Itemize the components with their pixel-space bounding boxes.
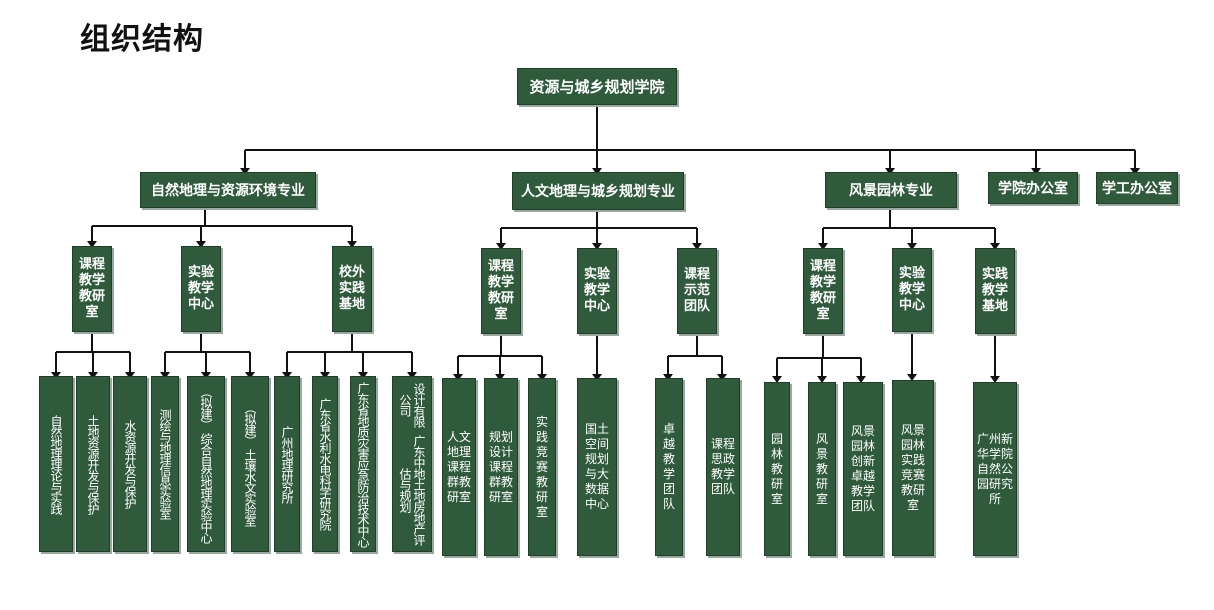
unit-lab-center: 实验教学中心 [577,248,617,334]
leaf-label: 实践竞赛教研室 [535,414,548,519]
leaf-label: 水资源开发与保护 [123,420,137,508]
leaf-node: 国土空间规划与大数据中心 [577,378,617,556]
leaf-node: 土壤水文实验室 （拟建） [231,376,269,552]
leaf-label: 风景园林实践竞赛教研室 [900,423,925,512]
leaf-node: 课程思政教学团队 [706,378,740,556]
leaf-node: 风景教研室 [808,382,836,556]
leaf-node: 水资源开发与保护 [113,376,147,552]
leaf-node: 规划设计课程群教研室 [484,378,518,556]
leaf-node: 自然地理理论与实践 [39,376,73,552]
leaf-node: 广东省地质灾害应急防治技术中心 [350,376,376,552]
leaf-label: 广州新华学院自然公园研究所 [977,431,1014,506]
leaf-label: 设计有限公司 [398,383,426,428]
unit-teaching-office: 课程教学教研室 [72,246,112,332]
leaf-label: 土壤水文实验室 [243,449,257,526]
office-label: 学工办公室 [1102,181,1172,197]
leaf-node: 广州地理研究所 [274,376,300,552]
unit-teaching-office: 课程教学教研室 [481,248,521,334]
leaf-node: 园林教研室 [764,382,790,556]
leaf-label: 园林教研室 [770,431,783,506]
leaf-label: 广东中地土地房地产评估与规划 [398,434,426,545]
leaf-label: 土地资源开发与保护 [86,414,100,514]
leaf-note: （拟建） [199,385,213,430]
major-label: 自然地理与资源环境专业 [151,183,305,199]
unit-label: 实践教学基地 [981,267,1008,314]
page-title: 组织结构 [80,22,204,57]
unit-practice-base: 校外实践基地 [332,246,372,332]
unit-model-team: 课程示范团队 [677,248,717,334]
leaf-label: 风景教研室 [815,431,828,506]
leaf-label: 广东省水利水电科学研究院 [318,398,332,530]
leaf-label: 综合自然地理实验中心 [199,432,213,543]
leaf-node: 实践竞赛教研室 [528,378,556,556]
leaf-node: 土地资源开发与保护 [76,376,110,552]
major-landscape: 风景园林专业 [825,172,957,208]
leaf-label: 测绘与地理信息实验室 [158,409,172,519]
leaf-label: 风景园林创新卓越教学团队 [850,424,875,513]
leaf-label: 自然地理理论与实践 [49,414,63,514]
major-human-geography: 人文地理与城乡规划专业 [512,172,684,210]
leaf-label: 广东省地质灾害应急防治技术中心 [356,381,370,547]
major-label: 人文地理与城乡规划专业 [521,184,675,200]
unit-lab-center: 实验教学中心 [181,246,221,332]
leaf-label: 人文地理课程群教研室 [446,429,471,504]
leaf-label: 卓越教学团队 [662,422,675,511]
unit-label: 课程教学教研室 [487,259,514,322]
leaf-label: 广州地理研究所 [280,425,294,503]
leaf-node: 测绘与地理信息实验室 [151,376,179,552]
college-office: 学院办公室 [988,172,1078,204]
leaf-node: 人文地理课程群教研室 [442,378,476,556]
leaf-node: 广州新华学院自然公园研究所 [973,382,1017,556]
unit-label: 校外实践基地 [338,265,365,312]
leaf-label: 规划设计课程群教研室 [488,429,513,504]
unit-lab-center: 实验教学中心 [892,248,932,332]
unit-label: 课程教学教研室 [78,257,105,320]
root-label: 资源与城乡规划学院 [529,78,665,96]
unit-label: 课程示范团队 [683,267,710,314]
unit-practice-base: 实践教学基地 [975,248,1015,334]
unit-teaching-office: 课程教学教研室 [803,248,843,334]
office-label: 学院办公室 [998,181,1068,197]
major-natural-geography: 自然地理与资源环境专业 [140,172,316,208]
leaf-node: 广东中地土地房地产评估与规划 设计有限公司 [392,376,432,552]
leaf-node: 风景园林创新卓越教学团队 [843,382,883,556]
unit-label: 实验教学中心 [898,266,925,313]
leaf-label: 课程思政教学团队 [710,437,735,496]
unit-label: 实验教学中心 [187,265,214,312]
leaf-label: 国土空间规划与大数据中心 [584,422,609,511]
leaf-node: 广东省水利水电科学研究院 [312,376,338,552]
unit-label: 实验教学中心 [583,267,610,314]
leaf-node: 综合自然地理实验中心 （拟建） [187,376,225,552]
leaf-node: 卓越教学团队 [655,378,683,556]
major-label: 风景园林专业 [849,183,933,199]
root-node: 资源与城乡规划学院 [517,68,677,105]
student-affairs-office: 学工办公室 [1096,172,1178,204]
leaf-node: 风景园林实践竞赛教研室 [892,380,934,556]
leaf-note: （拟建） [243,402,257,446]
unit-label: 课程教学教研室 [809,259,836,322]
